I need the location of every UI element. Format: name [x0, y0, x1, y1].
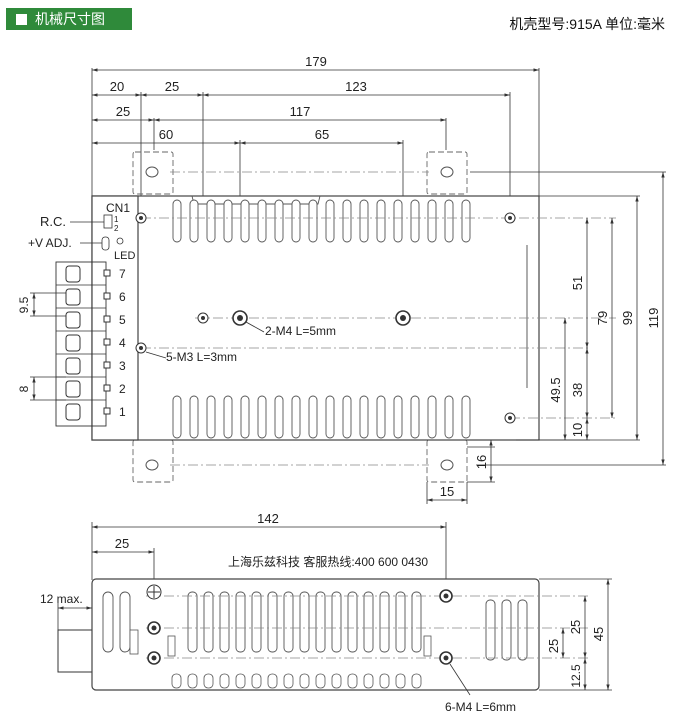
terminal-3-label: 3 — [119, 359, 126, 373]
led-indicator — [116, 237, 124, 245]
m4-callout: 2-M4 L=5mm — [265, 324, 336, 338]
top-view: 179 20 25 123 25 117 60 65 — [17, 54, 666, 504]
dim-label-25a: 25 — [165, 79, 179, 94]
terminal-4-label: 4 — [119, 336, 126, 350]
dim-label-38: 38 — [570, 383, 585, 397]
dim-label-15: 15 — [440, 484, 454, 499]
terminal-1-label: 1 — [119, 405, 126, 419]
side-mounting-holes — [146, 584, 453, 665]
dim-label-12-max: 12 max. — [40, 592, 83, 606]
dim-label-49-5: 49.5 — [548, 377, 563, 402]
section-title-badge: 机械尺寸图 — [6, 8, 132, 30]
dim-label-side-25-outer: 25 — [568, 620, 583, 634]
dim-label-79: 79 — [595, 311, 610, 325]
svg-text:1: 1 — [114, 215, 119, 224]
vent-slots-side — [102, 591, 528, 689]
dim-label-65: 65 — [315, 127, 329, 142]
terminal-2-label: 2 — [119, 382, 126, 396]
led-label: LED — [114, 250, 135, 262]
dim-label-25b: 25 — [116, 104, 130, 119]
terminal-protrusion — [57, 629, 93, 673]
terminal-7-label: 7 — [119, 267, 126, 281]
m3-callout: 5-M3 L=3mm — [166, 350, 237, 364]
model-unit-label: 机壳型号:915A 单位:毫米 — [509, 16, 665, 32]
rc-label: R.C. — [40, 214, 66, 229]
dim-label-10: 10 — [570, 423, 585, 437]
terminal-5-label: 5 — [119, 313, 126, 327]
side-m4-callout: 6-M4 L=6mm — [445, 700, 516, 714]
dim-label-8: 8 — [17, 385, 31, 392]
hotline-text: 上海乐兹科技 客服热线:400 600 0430 — [228, 554, 428, 569]
dim-label-9-5: 9.5 — [17, 296, 31, 313]
terminal-6-label: 6 — [119, 290, 126, 304]
dim-label-60: 60 — [159, 127, 173, 142]
dim-label-16: 16 — [474, 455, 489, 469]
section-title: 机械尺寸图 — [35, 11, 105, 27]
dim-label-20: 20 — [110, 79, 124, 94]
dim-label-12-5: 12.5 — [569, 664, 583, 688]
dim-label-117: 117 — [290, 104, 311, 119]
dim-label-123: 123 — [345, 79, 367, 94]
vadj-potentiometer — [101, 236, 110, 251]
vent-slots-lower — [172, 395, 471, 439]
dim-label-51: 51 — [570, 276, 585, 290]
cn1-label: CN1 — [106, 201, 130, 215]
dim-label-99: 99 — [620, 311, 635, 325]
dim-label-142: 142 — [257, 511, 279, 526]
svg-text:2: 2 — [114, 224, 119, 233]
mounting-holes — [135, 212, 516, 424]
dim-label-side-25-inner: 25 — [546, 639, 561, 653]
dim-label-45: 45 — [591, 627, 606, 641]
vent-slots-upper — [172, 199, 471, 243]
square-icon — [16, 14, 27, 25]
dim-label-side-25: 25 — [115, 536, 129, 551]
cn1-connector — [103, 214, 113, 229]
terminal-block — [55, 261, 111, 427]
vadj-label: +V ADJ. — [28, 236, 72, 250]
dim-label-179: 179 — [305, 54, 327, 69]
dim-label-119: 119 — [646, 308, 661, 329]
side-view: 142 25 上海乐兹科技 客服热线:400 600 0430 12 max. — [40, 511, 612, 714]
